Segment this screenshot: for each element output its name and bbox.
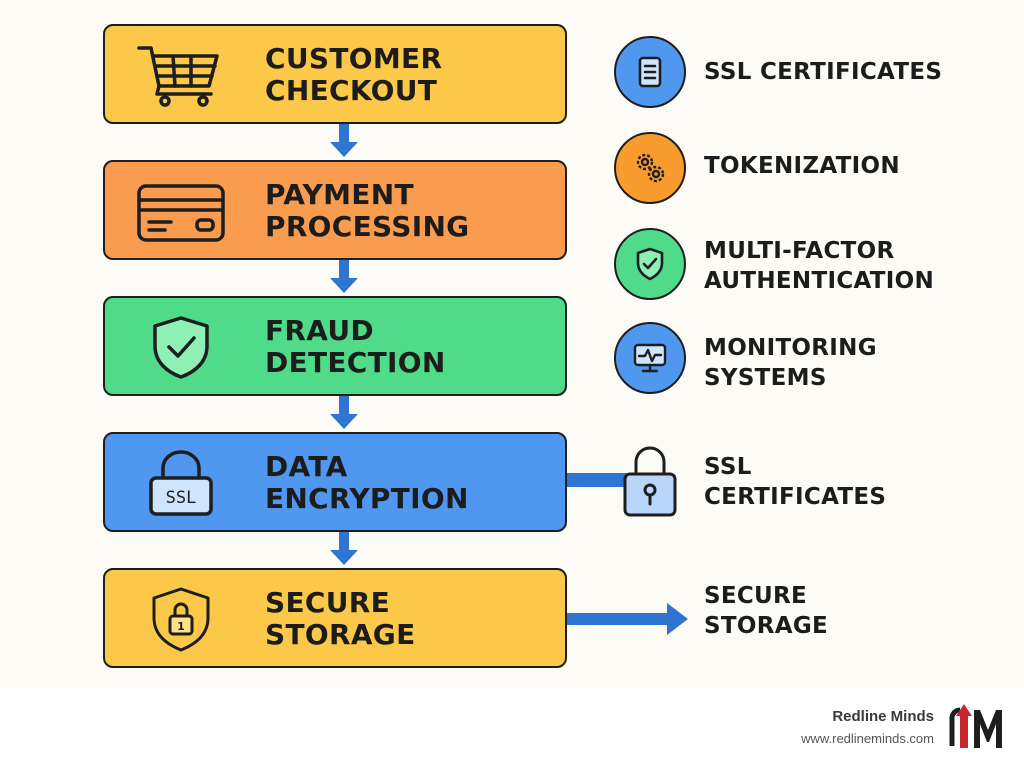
label-line: AUTHENTICATION [704, 268, 935, 294]
side-label-secure-storage: SECURE STORAGE [704, 581, 828, 641]
padlock-icon [622, 442, 678, 518]
label-line: ENCRYPTION [265, 482, 469, 515]
flow-label-fraud-detection: FRAUD DETECTION [265, 315, 446, 379]
down-arrow-icon [328, 124, 360, 158]
down-arrow-icon [328, 396, 360, 430]
feature-circle-mfa [614, 228, 686, 300]
shield-check-icon [133, 314, 229, 380]
arrow-right-icon [567, 602, 689, 636]
flow-label-data-encryption: DATA ENCRYPTION [265, 451, 469, 515]
label-line: DATA [265, 450, 348, 483]
label-line: TOKENIZATION [704, 153, 900, 179]
feature-circle-monitoring [614, 322, 686, 394]
shield-check-icon [636, 247, 664, 281]
label-line: SECURE [265, 586, 391, 619]
flow-label-secure-storage: SECURE STORAGE [265, 587, 416, 651]
label-line: SECURE [704, 583, 808, 609]
label-line: DETECTION [265, 346, 446, 379]
ssl-lock-icon: SSL [133, 450, 229, 516]
label-line: CUSTOMER [265, 42, 443, 75]
label-line: STORAGE [704, 613, 829, 639]
label-line: SSL [704, 454, 752, 480]
label-line: CHECKOUT [265, 74, 438, 107]
connector-encryption [567, 473, 627, 487]
label-line: FRAUD [265, 314, 374, 347]
feature-label-ssl-certificates: SSL CERTIFICATES [704, 57, 942, 87]
storage-lock-text: 1 [177, 620, 185, 633]
brand-name: Redline Minds [832, 708, 934, 725]
label-line: PAYMENT [265, 178, 414, 211]
down-arrow-icon [328, 260, 360, 294]
flow-box-data-encryption: SSL DATA ENCRYPTION [103, 432, 567, 532]
shield-lock-icon: 1 [133, 586, 229, 652]
label-line: MONITORING [704, 335, 877, 361]
redline-minds-logo-icon [948, 700, 1006, 752]
document-icon [638, 56, 662, 88]
flow-label-payment-processing: PAYMENT PROCESSING [265, 179, 469, 243]
shopping-cart-icon [133, 42, 229, 108]
flow-box-secure-storage: 1 SECURE STORAGE [103, 568, 567, 668]
flow-box-fraud-detection: FRAUD DETECTION [103, 296, 567, 396]
ssl-text: SSL [166, 488, 197, 508]
monitor-pulse-icon [633, 343, 667, 373]
down-arrow-icon [328, 532, 360, 566]
label-line: SYSTEMS [704, 365, 827, 391]
label-line: STORAGE [265, 618, 416, 651]
feature-label-tokenization: TOKENIZATION [704, 151, 900, 181]
label-line: SSL CERTIFICATES [704, 59, 943, 85]
feature-circle-tokenization [614, 132, 686, 204]
label-line: CERTIFICATES [704, 484, 887, 510]
footer [0, 688, 1024, 769]
side-label-ssl-certificates: SSL CERTIFICATES [704, 452, 886, 512]
flow-box-payment-processing: PAYMENT PROCESSING [103, 160, 567, 260]
feature-label-monitoring-systems: MONITORING SYSTEMS [704, 333, 877, 393]
feature-circle-ssl [614, 36, 686, 108]
flow-box-customer-checkout: CUSTOMER CHECKOUT [103, 24, 567, 124]
flow-label-customer-checkout: CUSTOMER CHECKOUT [265, 43, 442, 107]
label-line: PROCESSING [265, 210, 470, 243]
label-line: MULTI-FACTOR [704, 238, 895, 264]
credit-card-icon [133, 178, 229, 244]
gears-icon [636, 153, 665, 183]
brand-url[interactable]: www.redlineminds.com [801, 731, 934, 746]
feature-label-multi-factor-authentication: MULTI-FACTOR AUTHENTICATION [704, 236, 934, 296]
diagram-canvas: CUSTOMER CHECKOUT PAYMENT PROCESSING [103, 24, 942, 668]
